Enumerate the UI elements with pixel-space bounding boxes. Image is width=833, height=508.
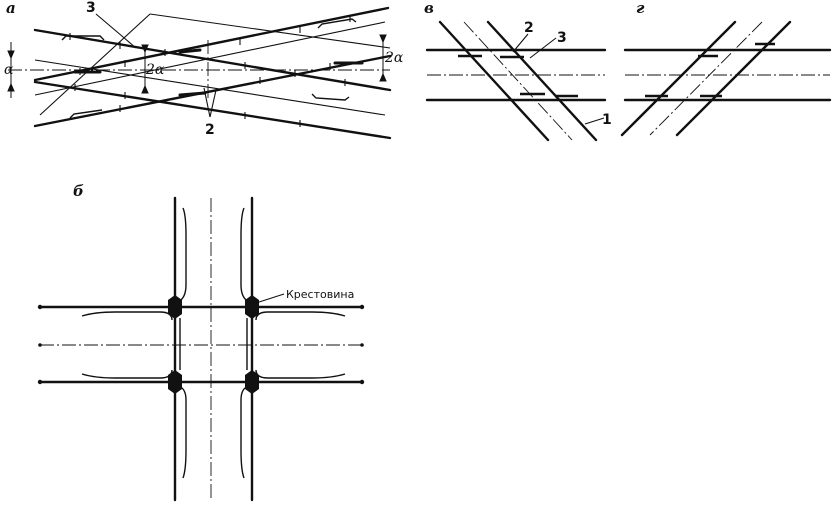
callout-2: 2 bbox=[524, 20, 534, 36]
track-1-rail-lower bbox=[33, 80, 392, 140]
aux-line bbox=[39, 13, 151, 116]
crossing-leader bbox=[255, 293, 285, 304]
panel-g-label: г bbox=[636, 0, 645, 17]
crossing-frogs bbox=[73, 48, 364, 97]
callout-2-leader bbox=[209, 89, 217, 118]
diag-axis bbox=[649, 21, 763, 136]
callout-3-leader bbox=[529, 37, 557, 59]
diag-rail-left bbox=[438, 20, 550, 142]
callout-1-leader bbox=[584, 117, 605, 125]
callout-3: 3 bbox=[557, 30, 567, 46]
callout-2-leader bbox=[512, 33, 529, 53]
diag-rail-right bbox=[675, 20, 792, 137]
track-2-rail-lower bbox=[33, 54, 392, 128]
panel-b-label: б bbox=[73, 182, 84, 200]
rail-joints bbox=[69, 15, 351, 127]
angle-arrows bbox=[7, 34, 387, 98]
angle-2alpha-label: 2α bbox=[145, 62, 165, 78]
angle-alpha-label: α bbox=[4, 62, 14, 78]
crossing-label: Крестовина bbox=[286, 288, 354, 301]
panel-g: г bbox=[620, 0, 832, 137]
callout-3-leader bbox=[95, 13, 137, 49]
crossing-frogs bbox=[168, 295, 259, 394]
diag-axis bbox=[463, 21, 573, 141]
aux-line bbox=[34, 59, 386, 116]
aux-line bbox=[34, 21, 386, 96]
rail-end-dots bbox=[37, 304, 365, 385]
callout-3: 3 bbox=[86, 0, 96, 16]
crossing-frogs bbox=[458, 54, 578, 98]
panel-v-label: в bbox=[424, 0, 434, 17]
panel-a-label: а bbox=[6, 0, 16, 17]
angle-2alpha-right-label: 2α bbox=[384, 50, 404, 66]
diag-rail-right bbox=[486, 20, 598, 142]
guard-rails bbox=[81, 207, 346, 479]
guard-rails bbox=[61, 18, 357, 119]
track-1-rail-upper bbox=[33, 28, 392, 92]
panel-a: а bbox=[4, 0, 404, 140]
panel-v: в 2 3 1 bbox=[424, 0, 612, 142]
diag-rail-left bbox=[620, 20, 737, 137]
crossing-frogs bbox=[645, 42, 775, 98]
callout-1: 1 bbox=[602, 112, 612, 128]
track-2-rail-upper bbox=[33, 6, 390, 82]
callout-2-leader bbox=[203, 87, 211, 118]
panel-b: б bbox=[37, 182, 365, 502]
aux-line bbox=[149, 13, 391, 49]
callout-2: 2 bbox=[205, 122, 215, 138]
